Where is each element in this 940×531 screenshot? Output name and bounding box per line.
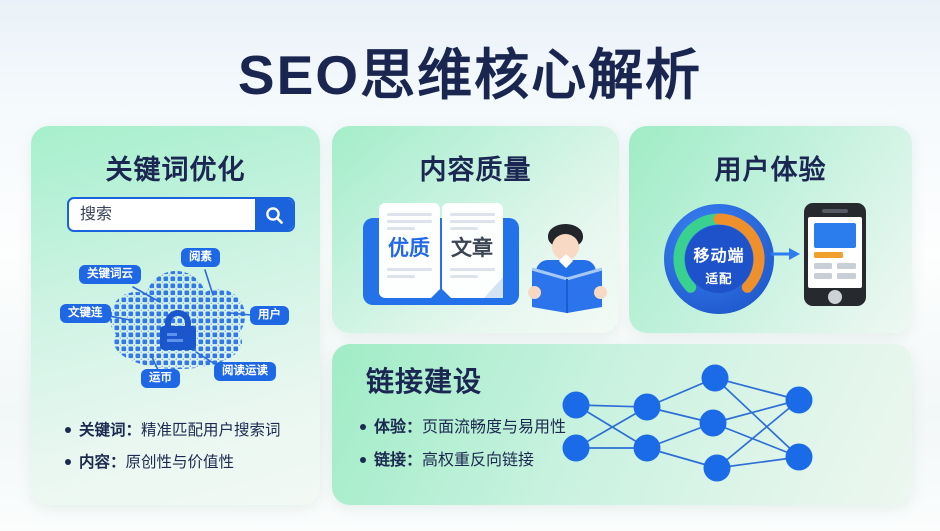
lock-icon	[160, 310, 196, 350]
bullet-text: 精准匹配用户搜索词	[141, 422, 281, 439]
card-ux-title: 用户体验	[714, 155, 827, 185]
phone-gray-bar	[837, 263, 856, 269]
card-content-title: 内容质量	[419, 155, 532, 185]
phone-orange-bar	[814, 252, 843, 258]
tag-chip: 阅素	[181, 248, 220, 268]
tag-chip: 运帀	[141, 369, 180, 389]
gauge-label-line1: 移动端	[693, 248, 745, 265]
page-curl	[484, 277, 503, 298]
phone-gray-bar	[814, 263, 832, 269]
phone-gray-bar	[814, 273, 832, 279]
card-links-title: 链接建设	[366, 366, 483, 397]
gauge-label-line2: 适配	[705, 272, 733, 286]
book-right-word: 文章	[451, 236, 493, 260]
phone-home-button	[828, 290, 842, 304]
phone-speaker	[822, 209, 848, 213]
bullet-label: 链接：	[374, 452, 423, 469]
gauge-label: 移动端 适配	[679, 242, 759, 287]
link-network-illustration	[562, 364, 813, 482]
bullet-label: 关键词：	[79, 422, 142, 439]
keyword-cloud-illustration	[110, 271, 245, 369]
book-left-word: 优质	[388, 236, 430, 260]
tag-chip: 文键连	[60, 304, 111, 324]
tag-chip: 用户	[250, 306, 289, 326]
card-user-experience: 用户体验 移动端 适配	[629, 126, 912, 333]
phone-gray-bar	[837, 273, 856, 279]
bullet-text: 原创性与价值性	[125, 454, 235, 471]
page-title: SEO思维核心解析	[237, 44, 703, 106]
bullet-links: 链接：高权重反向链接	[360, 451, 660, 471]
search-bar[interactable]	[67, 197, 295, 232]
phone-screen	[808, 217, 862, 288]
smartphone-illustration	[804, 203, 866, 306]
card-keyword-title: 关键词优化	[105, 155, 246, 185]
open-book-illustration: 优质 文章	[363, 203, 519, 305]
bullet-experience: 体验：页面流畅度与易用性	[360, 418, 660, 438]
right-arrow-icon	[770, 248, 800, 260]
bullet-text: 页面流畅度与易用性	[422, 419, 567, 436]
mobile-gauge-illustration	[664, 204, 774, 314]
card-content-quality: 内容质量 优质 文章	[332, 126, 619, 333]
card-keyword-optimization: 关键词优化	[31, 126, 320, 505]
phone-hero-block	[814, 223, 856, 248]
search-button[interactable]	[255, 199, 293, 230]
reader-hand	[528, 286, 541, 299]
bullet-text: 高权重反向链接	[422, 452, 535, 469]
search-input[interactable]	[69, 199, 255, 230]
tag-chip: 阅读运读	[214, 362, 276, 382]
tag-chip: 关键词云	[79, 265, 141, 285]
reader-hand	[594, 286, 607, 299]
magnifier-icon	[266, 206, 283, 224]
bullet-label: 内容：	[79, 454, 126, 471]
bullet-keyword: 关键词：精准匹配用户搜索词	[65, 421, 305, 440]
tag-connector-lines	[108, 269, 252, 371]
reader-book-illustration	[531, 267, 603, 313]
bullet-label: 体验：	[374, 419, 423, 436]
card-link-building: 链接建设 体验：页面流畅度与易用性 链接：高权重反向链接	[332, 344, 912, 505]
bullet-content: 内容：原创性与价值性	[65, 453, 305, 472]
